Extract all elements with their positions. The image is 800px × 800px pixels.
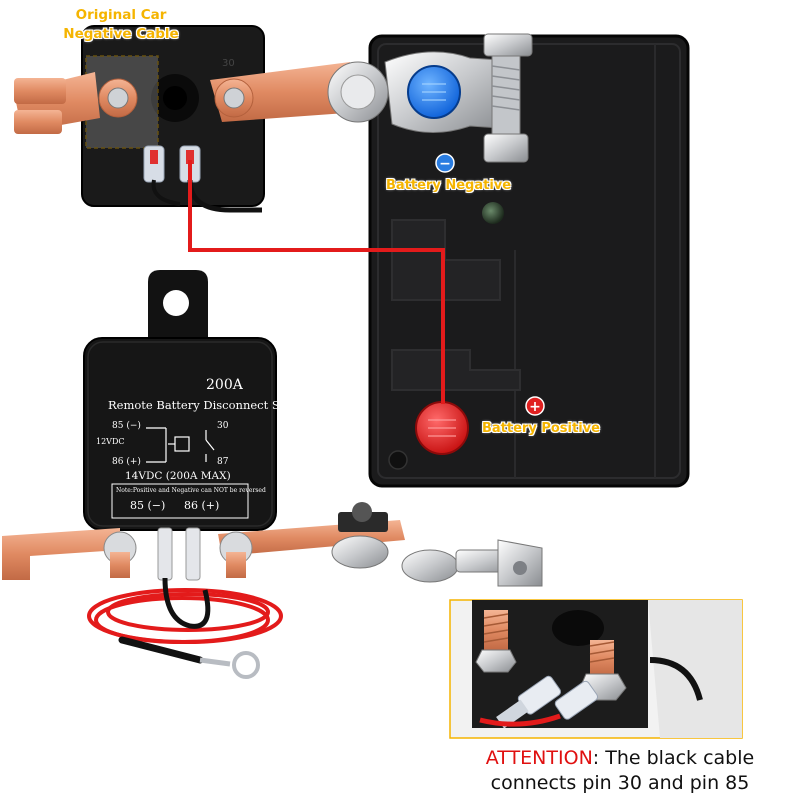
relay-pin-87: 87 [217, 457, 229, 467]
original-cable-callout: Original Car Negative Cable [56, 6, 186, 44]
copper-strap [210, 62, 360, 122]
relay-body [83, 270, 277, 531]
plus-badge [525, 396, 545, 416]
attention-rest: : The black cable [592, 747, 755, 769]
positive-post [415, 401, 469, 455]
relay-voltage-small: 12VDC [96, 437, 125, 446]
red-wire-coil [87, 588, 283, 644]
relay-pin-85-bottom: 85 (−) [130, 499, 166, 512]
original-cable-line2: Negative Cable [63, 26, 179, 42]
attention-note: ATTENTION: The black cable connects pin … [470, 746, 770, 796]
battery [368, 34, 690, 488]
relay-pin-30: 30 [217, 421, 229, 431]
terminal-parts [331, 502, 543, 587]
negative-terminal-clamp [327, 33, 533, 163]
attention-line2: connects pin 30 and pin 85 [490, 772, 750, 794]
attention-keyword: ATTENTION [485, 747, 593, 769]
attention-line1: ATTENTION: The black cable [470, 746, 770, 771]
relay-title: Remote Battery Disconnect Switch [108, 398, 312, 412]
charge-indicator-icon [482, 202, 504, 224]
relay-spec: 14VDC (200A MAX) [125, 470, 231, 482]
copper-lug-left [14, 72, 138, 134]
red-signal-wire [188, 160, 445, 404]
relay-pin-86-pos: 86 (+) [112, 457, 141, 467]
switch-top-pin-30-label: 30 [222, 58, 235, 69]
black-wire [118, 577, 260, 679]
relay-pin-85-neg: 85 (−) [112, 421, 141, 431]
inset-photo [449, 599, 743, 739]
relay-note: Note:Positive and Negative can NOT be re… [116, 487, 266, 494]
minus-icon: − [439, 156, 451, 172]
battery-positive-label: Battery Positive [482, 421, 600, 436]
relay-rating: 200A [206, 377, 243, 393]
original-cable-line1: Original Car [75, 7, 167, 23]
battery-negative-label: Battery Negative [386, 178, 512, 193]
relay-pin-86-bottom: 86 (+) [184, 499, 220, 512]
plus-icon: + [529, 399, 541, 415]
minus-badge [435, 153, 455, 173]
